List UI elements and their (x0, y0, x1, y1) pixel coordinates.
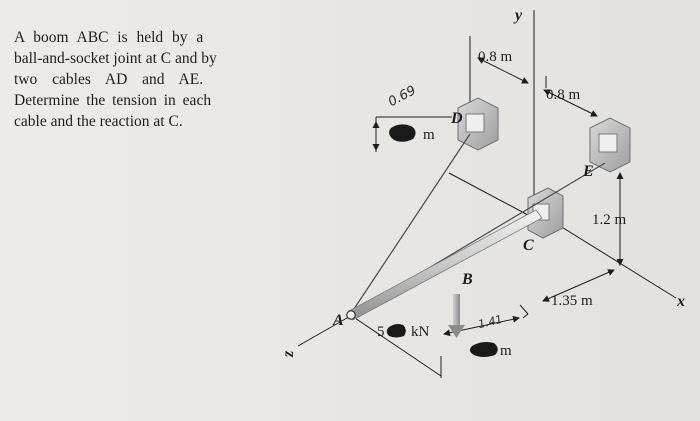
problem-line-2: ball-and-socket joint at C and by (14, 50, 217, 67)
smudge-load (386, 324, 406, 338)
y-axis-label: y (513, 7, 523, 24)
boom-abc (346, 209, 543, 321)
label-point-b: B (461, 271, 473, 288)
smudge-bottom (469, 342, 498, 357)
z-axis-label: z (280, 350, 297, 358)
handwritten-bottom: 1.41 (477, 313, 504, 332)
load-arrow (448, 294, 465, 338)
problem-statement: A boom ABC is held by a ball-and-socket … (14, 27, 282, 132)
dim-height-value: 1.2 m (592, 212, 627, 228)
dim-top-left-value: 0.8 m (478, 49, 513, 65)
point-a-dot (346, 310, 356, 320)
cable-ad (349, 133, 471, 316)
x-axis-label: x (676, 293, 685, 310)
dim-left-unit: m (423, 127, 435, 143)
x-axis (543, 215, 677, 299)
reference-lines (351, 36, 547, 378)
handwritten-left: 0.69 (386, 83, 419, 110)
axes: y x z (280, 7, 685, 358)
bracket-e (589, 117, 631, 173)
label-point-d: D (450, 110, 463, 127)
label-point-e: E (582, 163, 594, 180)
dim-horizontal-value: 1.35 m (551, 293, 593, 309)
load-label-prefix: 5 (377, 324, 385, 340)
label-point-a: A (332, 312, 344, 329)
dim-top-left-arrow (477, 57, 529, 84)
problem-line-3: two cables AD and AE. (14, 71, 204, 88)
smudge-left (389, 124, 416, 142)
problem-line-4: Determine the tension in each (14, 92, 212, 109)
label-point-c: C (523, 237, 534, 254)
dim-top-right-arrow (543, 89, 598, 117)
dim-bottom-unit: m (500, 343, 512, 359)
problem-line-5: cable and the reaction at C. (14, 113, 183, 130)
load-label-unit: kN (411, 324, 430, 340)
z-axis (297, 313, 355, 347)
problem-line-1: A boom ABC is held by a (14, 29, 204, 46)
bracket-c (527, 187, 564, 239)
dim-top-right-value: 0.8 m (546, 87, 581, 103)
dim-horizontal-arrow (542, 269, 615, 302)
